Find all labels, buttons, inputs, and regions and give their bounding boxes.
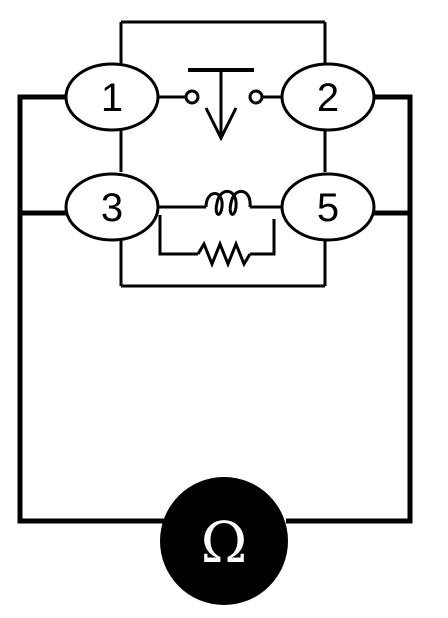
terminal-5-oval bbox=[280, 172, 376, 242]
relay-body bbox=[119, 20, 327, 288]
right-wire bbox=[286, 94, 413, 524]
terminal-3-label: 3 bbox=[101, 186, 123, 230]
resistor-zigzag bbox=[196, 239, 252, 269]
terminal-2: 2 bbox=[280, 62, 376, 132]
terminal-2-label: 2 bbox=[317, 76, 339, 120]
resistor-symbol bbox=[158, 215, 276, 269]
meter-wiring bbox=[17, 94, 413, 524]
resistor-right-lead bbox=[250, 219, 276, 256]
switch-contact-right bbox=[248, 89, 264, 105]
coil-loops bbox=[204, 190, 252, 216]
coil-symbol bbox=[158, 190, 282, 216]
ohmmeter-body bbox=[160, 477, 288, 605]
terminal-5: 5 bbox=[280, 172, 376, 242]
terminal-3: 3 bbox=[64, 172, 160, 242]
switch-contact-left bbox=[184, 89, 200, 105]
left-wire bbox=[17, 94, 164, 524]
terminal-1-oval bbox=[64, 62, 160, 132]
terminal-3-oval bbox=[64, 172, 160, 242]
terminal-1-label: 1 bbox=[101, 76, 123, 120]
terminal-2-oval bbox=[280, 62, 376, 132]
switch-symbol bbox=[158, 68, 284, 142]
terminal-1: 1 bbox=[64, 62, 160, 132]
terminal-5-label: 5 bbox=[317, 186, 339, 230]
switch-arrow-head bbox=[204, 107, 238, 142]
ohmmeter: Ω bbox=[160, 477, 288, 605]
resistor-left-lead bbox=[158, 215, 198, 256]
ohm-symbol-icon: Ω bbox=[201, 511, 247, 576]
